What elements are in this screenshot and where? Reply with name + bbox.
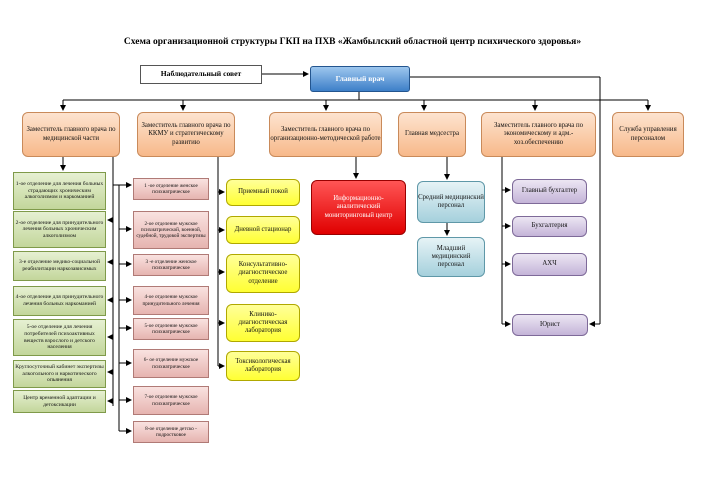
kkmu-unit: Приемный покой bbox=[226, 179, 300, 206]
accounting: Бухгалтерия bbox=[512, 216, 587, 237]
supervisory-board: Наблюдательный совет bbox=[140, 65, 262, 84]
ahch-unit: АХЧ bbox=[512, 253, 587, 276]
psych-department: 6- ое отделение мужское психиатрическое bbox=[133, 349, 209, 378]
hr-service: Служба управления персоналом bbox=[612, 112, 684, 157]
monitoring-center: Информационно-аналитический мониторингов… bbox=[311, 180, 406, 235]
deputy-medical: Заместитель главного врача по медицинско… bbox=[22, 112, 120, 157]
diagram-title: Схема организационной структуры ГКП на П… bbox=[123, 37, 582, 47]
psych-department: 5-ое отделение мужское психиатрическое bbox=[133, 318, 209, 340]
nursing-middle-staff: Средний медицинский персонал bbox=[417, 181, 485, 223]
medical-department: Центр временной адаптации и детоксикации bbox=[13, 390, 106, 413]
medical-department: 5-ое отделение для лечения потребителей … bbox=[13, 319, 106, 356]
deputy-economic: Заместитель главного врача по экономичес… bbox=[481, 112, 596, 157]
chief-accountant: Главный бухгалтер bbox=[512, 179, 587, 204]
head-nurse: Главная медсестра bbox=[398, 112, 466, 157]
medical-department: 1-ое отделение для лечения больных страд… bbox=[13, 172, 106, 210]
medical-department: Круглосуточный кабинет экспертизы алкого… bbox=[13, 360, 106, 388]
psych-department: 3 -е отделение женское психиатрическое bbox=[133, 254, 209, 276]
psych-department: 8-ое отделение детско - подростковое bbox=[133, 421, 209, 443]
nursing-junior-staff: Младший медицинский персонал bbox=[417, 237, 485, 277]
lawyer: Юрист bbox=[512, 314, 588, 336]
kkmu-unit: Дневной стационар bbox=[226, 216, 300, 244]
deputy-methodical: Заместитель главного врача по организаци… bbox=[269, 112, 382, 157]
psych-department: 7-ое отделение мужское психиатрическое bbox=[133, 386, 209, 415]
psych-department: 1 -ое отделение женское психиатрическое bbox=[133, 178, 209, 200]
psych-department: 4-ое отделение мужское принудительного л… bbox=[133, 286, 209, 315]
kkmu-unit: Токсикологическая лаборатория bbox=[226, 351, 300, 381]
medical-department: 2-ое отделение для принудительного лечен… bbox=[13, 211, 106, 248]
deputy-kkmu: Заместитель главного врача по ККМУ и стр… bbox=[137, 112, 235, 157]
psych-department: 2-ое отделение мужское психиатрической, … bbox=[133, 211, 209, 249]
kkmu-unit: Консультативно-диагностическое отделение bbox=[226, 254, 300, 293]
medical-department: 4-ое отделение для принудительного лечен… bbox=[13, 286, 106, 316]
kkmu-unit: Клинико-диагностическая лаборатория bbox=[226, 304, 300, 342]
chief-doctor: Главный врач bbox=[310, 66, 410, 92]
medical-department: 3-е отделение медико-социальной реабилит… bbox=[13, 251, 106, 281]
